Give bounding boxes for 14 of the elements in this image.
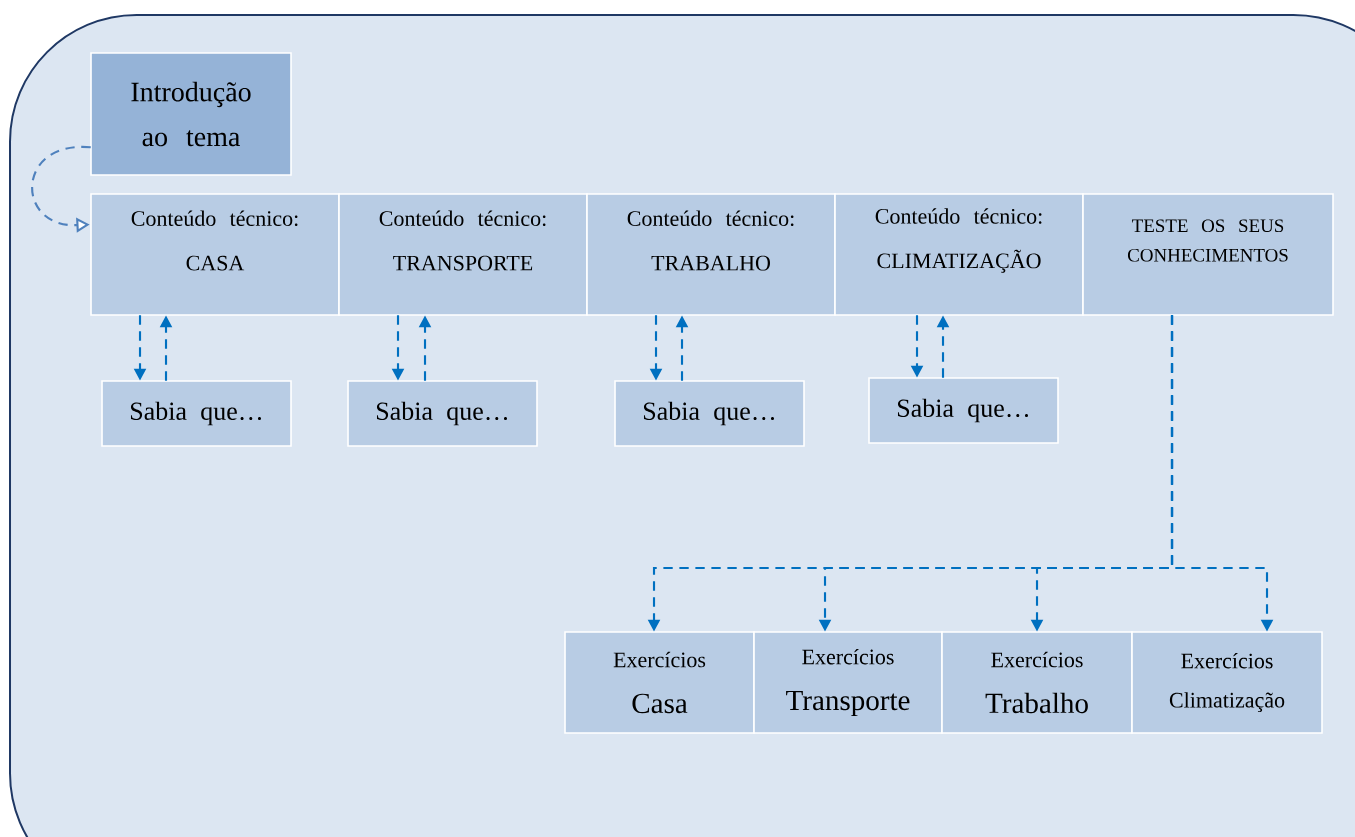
content-box: Conteúdo técnico: TRABALHO [586,193,836,316]
content-box: Conteúdo técnico: TRANSPORTE [338,193,588,316]
did-you-know-box: Sabia que… [868,377,1059,444]
quiz-box: TESTE OS SEUS CONHECIMENTOS [1082,193,1334,316]
exercise-box: Exercícios Climatização [1131,631,1323,734]
did-you-know-box: Sabia que… [614,380,805,447]
content-box: Conteúdo técnico: CLIMATIZAÇÃO [834,193,1084,316]
exercise-box: Exercícios Trabalho [941,631,1133,734]
content-box: Conteúdo técnico: CASA [90,193,340,316]
exercise-box: Exercícios Casa [564,631,755,734]
did-you-know-box: Sabia que… [101,380,292,447]
did-you-know-box: Sabia que… [347,380,538,447]
intro-box: Introdução ao tema [90,52,292,176]
exercise-box: Exercícios Transporte [753,631,943,734]
